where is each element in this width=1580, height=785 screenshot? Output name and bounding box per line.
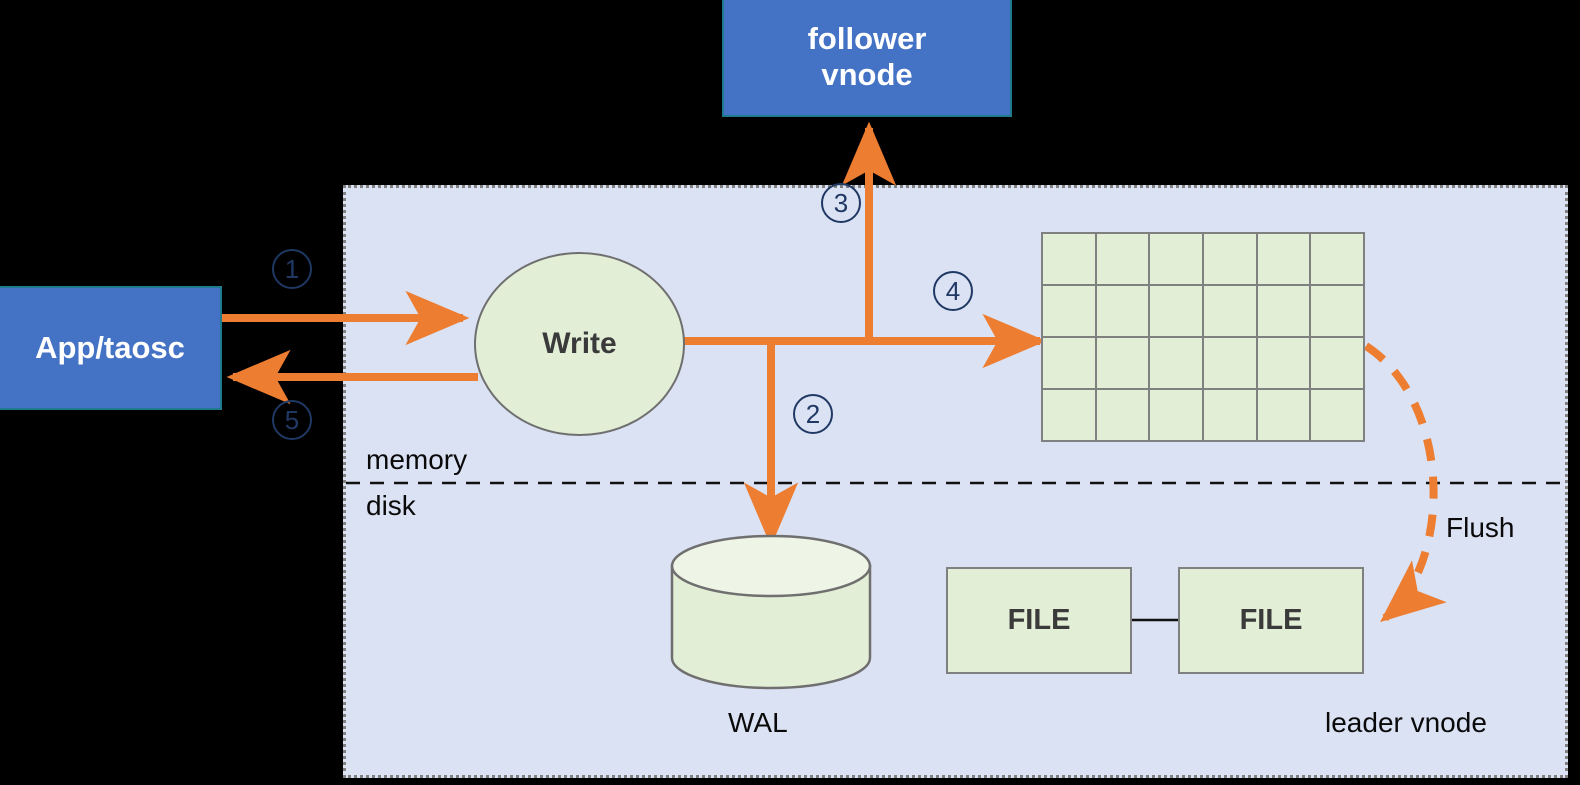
memtable-cell <box>1311 390 1363 440</box>
follower-vnode-node[interactable]: follower vnode <box>722 0 1012 117</box>
memtable-cell <box>1150 286 1202 336</box>
file-node-1[interactable]: FILE <box>946 567 1132 674</box>
memtable-cell <box>1257 234 1310 284</box>
flush-label: Flush <box>1446 512 1515 543</box>
memtable-cell <box>1257 390 1310 440</box>
file-node-2-label: FILE <box>1239 604 1303 636</box>
file-node-1-label: FILE <box>1007 604 1071 636</box>
write-label: Write <box>542 327 617 360</box>
memtable-cell <box>1204 234 1256 284</box>
memtable-cell <box>1311 338 1363 388</box>
arrow-flush <box>1363 342 1447 623</box>
memtable-cell <box>1150 234 1202 284</box>
memtable-cell <box>1257 338 1310 388</box>
memtable-cell <box>1150 390 1202 440</box>
memtable-cell <box>1043 338 1095 388</box>
memtable-cell <box>1311 234 1363 284</box>
step-number-2: 2 <box>793 394 833 434</box>
follower-vnode-label-line2: vnode <box>821 56 913 92</box>
follower-vnode-label: follower vnode <box>808 21 927 93</box>
memtable-cell <box>1311 286 1363 336</box>
memtable-cell <box>1043 234 1095 284</box>
app-taosc-node[interactable]: App/taosc <box>0 286 222 410</box>
write-node[interactable]: Write <box>474 252 685 436</box>
leader-vnode-label: leader vnode <box>1325 707 1487 738</box>
memtable-grid <box>1041 232 1365 442</box>
wal-cylinder <box>670 534 872 690</box>
app-taosc-label: App/taosc <box>35 330 185 365</box>
step-number-5: 5 <box>272 400 312 440</box>
memtable-cell <box>1096 390 1149 440</box>
memtable-cell <box>1096 286 1149 336</box>
memtable-cell <box>1043 286 1095 336</box>
memtable-cell <box>1204 286 1256 336</box>
memtable-cell <box>1150 338 1202 388</box>
step-number-1: 1 <box>272 249 312 289</box>
follower-vnode-label-line1: follower <box>807 20 927 56</box>
memtable-cell <box>1204 338 1256 388</box>
memory-label: memory <box>366 444 468 475</box>
step-number-4: 4 <box>933 271 973 311</box>
disk-label: disk <box>366 490 416 521</box>
step-number-3: 3 <box>821 183 861 223</box>
memtable-cell <box>1096 234 1149 284</box>
wal-label: WAL <box>728 707 788 738</box>
memtable-cell <box>1257 286 1310 336</box>
file-node-2[interactable]: FILE <box>1178 567 1364 674</box>
memtable-cell <box>1096 338 1149 388</box>
memtable-cell <box>1043 390 1095 440</box>
memtable-cell <box>1204 390 1256 440</box>
